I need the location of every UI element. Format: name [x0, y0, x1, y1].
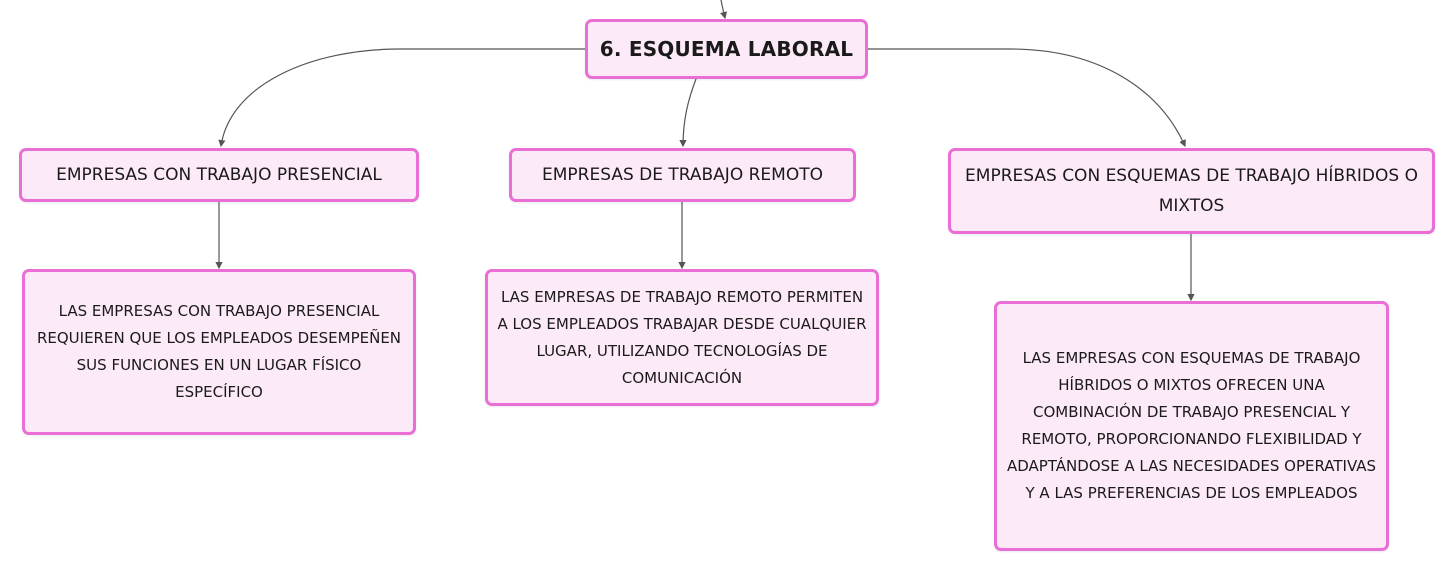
- detail-node-hibrido[interactable]: LAS EMPRESAS CON ESQUEMAS DE TRABAJO HÍB…: [994, 301, 1389, 551]
- branch-title-hibrido: EMPRESAS CON ESQUEMAS DE TRABAJO HÍBRIDO…: [965, 166, 1418, 216]
- branch-node-presencial[interactable]: EMPRESAS CON TRABAJO PRESENCIAL: [19, 148, 419, 202]
- branch-title-presencial: EMPRESAS CON TRABAJO PRESENCIAL: [56, 165, 382, 185]
- branch-title-remoto: EMPRESAS DE TRABAJO REMOTO: [542, 165, 823, 185]
- connector-incoming: [720, 0, 728, 20]
- central-topic-label: 6. ESQUEMA LABORAL: [599, 37, 854, 61]
- connector-to-presencial: [218, 48, 585, 148]
- branch-node-remoto[interactable]: EMPRESAS DE TRABAJO REMOTO: [509, 148, 856, 202]
- detail-node-remoto[interactable]: LAS EMPRESAS DE TRABAJO REMOTO PERMITEN …: [485, 269, 879, 406]
- branch-node-hibrido[interactable]: EMPRESAS CON ESQUEMAS DE TRABAJO HÍBRIDO…: [948, 148, 1435, 234]
- detail-node-presencial[interactable]: LAS EMPRESAS CON TRABAJO PRESENCIAL REQU…: [22, 269, 416, 435]
- central-topic-node[interactable]: 6. ESQUEMA LABORAL: [585, 19, 868, 79]
- detail-text-remoto: LAS EMPRESAS DE TRABAJO REMOTO PERMITEN …: [497, 287, 867, 387]
- detail-text-presencial: LAS EMPRESAS CON TRABAJO PRESENCIAL REQU…: [36, 302, 402, 401]
- connector-to-hibrido: [868, 48, 1186, 148]
- connector-to-remoto: [679, 78, 697, 148]
- detail-text-hibrido: LAS EMPRESAS CON ESQUEMAS DE TRABAJO HÍB…: [1006, 349, 1377, 502]
